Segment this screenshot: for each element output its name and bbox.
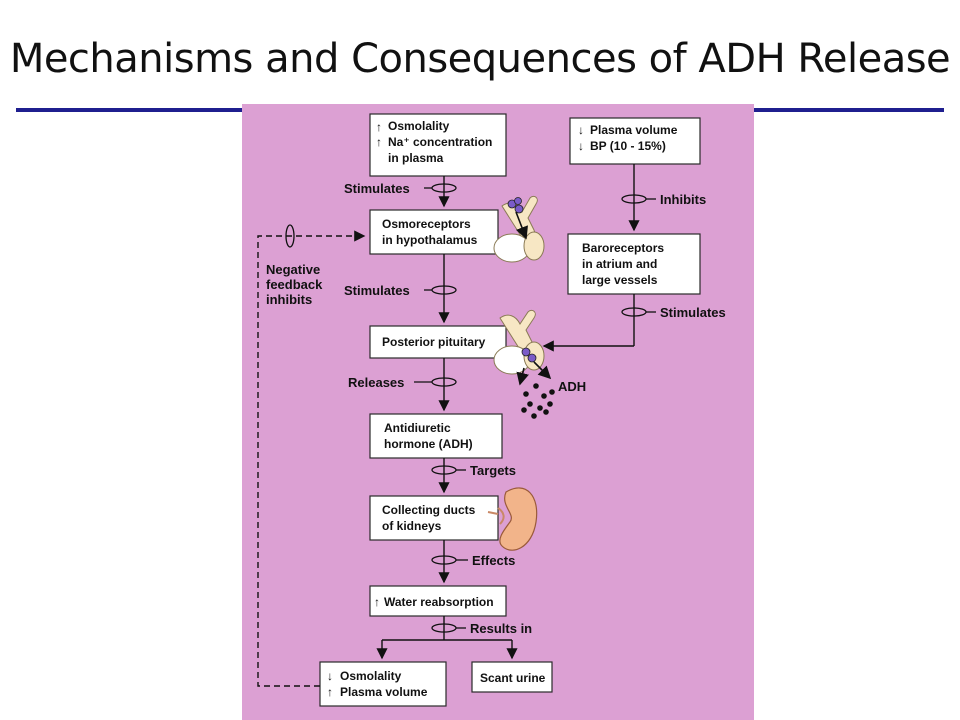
label-effects: Effects [472,553,515,568]
up-arrow-icon: ↑ [376,120,382,134]
box-adh-hormone: Antidiuretic hormone (ADH) [369,413,503,459]
box-text: in hypothalamus [382,233,478,247]
pituitary-illustration [493,309,552,386]
box-text: of kidneys [382,519,442,533]
down-arrow-icon: ↓ [327,669,333,683]
box-text: Osmolality [340,669,402,683]
title-underline-right [752,108,944,112]
up-arrow-icon: ↑ [327,685,333,699]
box-text: Osmolality [388,119,450,133]
box-text: Scant urine [480,671,546,685]
label-negative-feedback: inhibits [266,292,312,307]
box-collecting-ducts: Collecting ducts of kidneys [369,495,499,541]
up-arrow-icon: ↑ [376,135,382,149]
down-arrow-icon: ↓ [578,139,584,153]
box-text: Osmoreceptors [382,217,471,231]
negative-feedback-loop [257,230,366,687]
box-plasma-volume: ↓ ↓ Plasma volume BP (10 - 15%) [569,117,701,165]
box-text: in atrium and [582,257,657,271]
up-arrow-icon: ↑ [374,595,380,609]
label-targets: Targets [470,463,516,478]
box-osmolality: ↑ ↑ Osmolality Na⁺ concentration in plas… [369,113,507,177]
label-stimulates: Stimulates [344,283,410,298]
box-text: Antidiuretic [384,421,451,435]
connector-oval [285,224,295,248]
diagram-panel [242,104,754,720]
adh-molecules [521,383,555,419]
box-osmoreceptors: Osmoreceptors in hypothalamus [369,209,499,255]
label-stimulates: Stimulates [344,181,410,196]
label-negative-feedback: Negative [266,262,320,277]
box-text: Collecting ducts [382,503,476,517]
box-text: in plasma [388,151,444,165]
box-text: hormone (ADH) [384,437,473,451]
box-posterior-pituitary: Posterior pituitary [369,325,507,359]
box-text: Plasma volume [340,685,428,699]
box-text: large vessels [582,273,658,287]
hypothalamus-pituitary-illustration [493,195,545,263]
box-text: Posterior pituitary [382,335,486,349]
box-text: Baroreceptors [582,241,664,255]
slide-title: Mechanisms and Consequences of ADH Relea… [9,36,951,82]
box-text: Plasma volume [590,123,678,137]
label-negative-feedback: feedback [266,277,323,292]
title-underline-left [16,108,244,112]
box-osmolality-result: ↓ ↑ Osmolality Plasma volume [319,661,447,707]
down-arrow-icon: ↓ [578,123,584,137]
box-text: BP (10 - 15%) [590,139,666,153]
label-stimulates: Stimulates [660,305,726,320]
box-baroreceptors: Baroreceptors in atrium and large vessel… [567,233,701,295]
label-inhibits: Inhibits [660,192,706,207]
label-results-in: Results in [470,621,532,636]
label-releases: Releases [348,375,404,390]
kidney-illustration [487,487,538,551]
label-adh: ADH [558,379,586,394]
box-water-reabsorption: ↑ Water reabsorption [369,585,507,617]
box-text: Na⁺ concentration [388,135,492,149]
box-text: Water reabsorption [384,595,494,609]
box-scant-urine: Scant urine [471,661,553,693]
